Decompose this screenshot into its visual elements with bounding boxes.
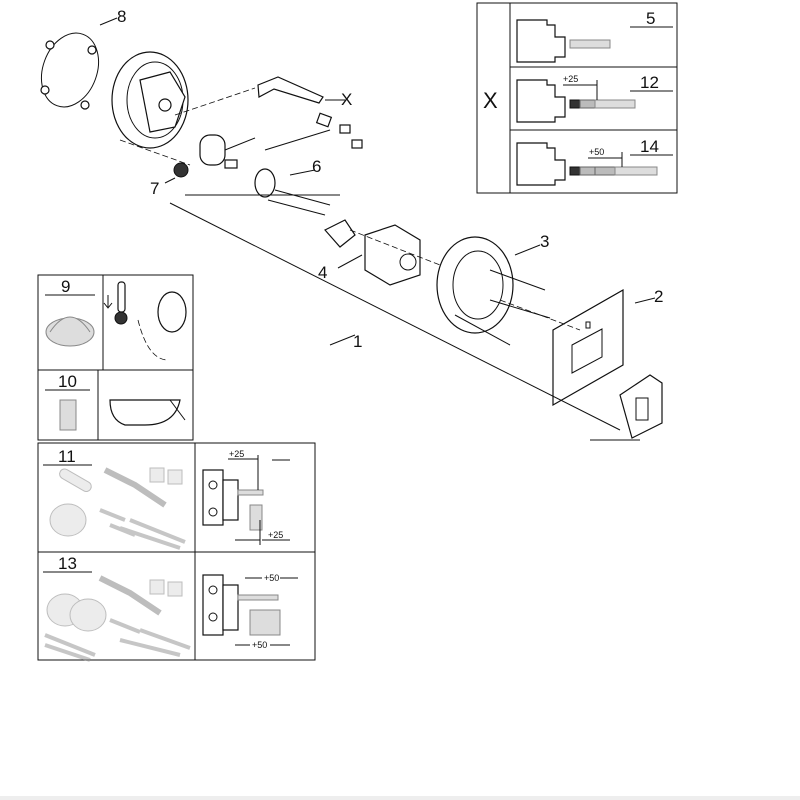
panel-number-11: 11 xyxy=(58,447,76,466)
callout-6: 6 xyxy=(312,157,321,176)
extension-row-14: +50 14 xyxy=(516,137,673,186)
extension-row-5: 5 xyxy=(516,9,673,63)
kit-11-parts xyxy=(49,467,186,550)
extension-label: X xyxy=(483,88,498,113)
callout-1: 1 xyxy=(353,332,362,351)
extension-dim-14: +50 xyxy=(589,147,604,157)
panel-number-9: 9 xyxy=(61,277,70,296)
kit-13-parts xyxy=(44,575,191,662)
part-8-ring: 8 xyxy=(40,7,126,110)
mounting-body xyxy=(111,51,189,149)
part-2-cover-plate: 2 xyxy=(552,287,663,439)
kit-11-dimension-drawing: +25 +25 xyxy=(202,449,290,545)
extension-box: X 5 +25 12 +50 xyxy=(476,2,678,194)
thermostatic-cartridge: 7 xyxy=(150,134,238,198)
extension-dim-12: +25 xyxy=(563,74,578,84)
panel-number-10: 10 xyxy=(58,372,77,391)
extension-number-14: 14 xyxy=(640,137,659,156)
callout-x: X xyxy=(341,90,352,109)
kit-13-dim-top: +50 xyxy=(264,573,279,583)
extension-number-5: 5 xyxy=(646,9,655,28)
part-3-mounting-plate: 3 xyxy=(436,232,551,346)
part-4-sleeve: 4 xyxy=(318,219,421,286)
bottom-divider xyxy=(0,796,800,800)
panel-number-13: 13 xyxy=(58,554,77,573)
extension-row-12: +25 12 xyxy=(516,73,673,123)
accessory-panel-11-13: 11 +25 +25 13 xyxy=(37,442,316,662)
kit-13-dimension-drawing: +50 +50 xyxy=(202,573,298,650)
callout-8: 8 xyxy=(117,7,126,26)
thermometer-icon xyxy=(114,281,128,325)
kit-11-dim-bottom: +25 xyxy=(268,530,283,540)
assembly-guide-lines: 1 xyxy=(119,87,640,441)
kit-11-dim-top: +25 xyxy=(229,449,244,459)
callout-7: 7 xyxy=(150,179,159,198)
callout-3: 3 xyxy=(540,232,549,251)
accessory-panel-9-10: 9 10 xyxy=(37,274,194,441)
extension-number-12: 12 xyxy=(640,73,659,92)
part-x-cartridge: X xyxy=(257,76,363,149)
part-6-adapter: 6 xyxy=(254,157,331,216)
kit-13-dim-bottom: +50 xyxy=(252,640,267,650)
arrow-down-icon xyxy=(103,295,113,309)
callout-4: 4 xyxy=(318,263,327,282)
callout-2: 2 xyxy=(654,287,663,306)
main-assembly: 8 X 7 xyxy=(40,7,663,441)
